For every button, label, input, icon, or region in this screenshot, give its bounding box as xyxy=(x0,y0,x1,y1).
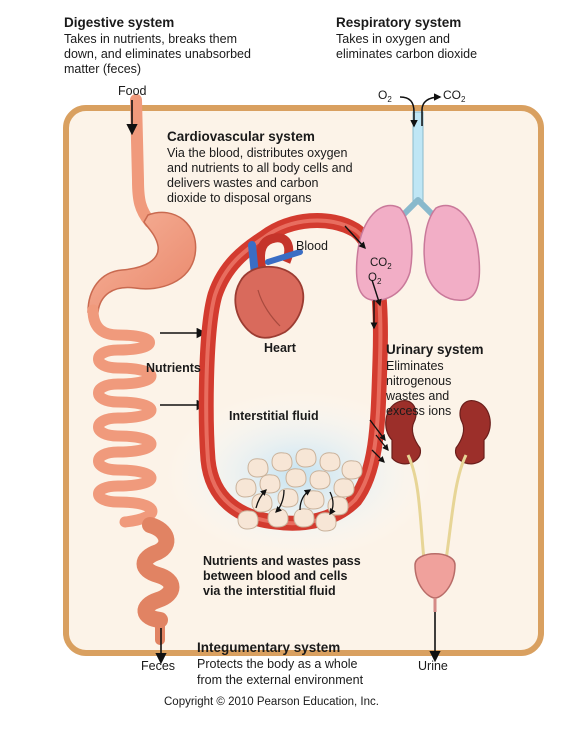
tissue-cell xyxy=(271,452,293,472)
aorta xyxy=(256,233,294,271)
tissue-cells xyxy=(235,448,363,532)
urinary-organs xyxy=(385,400,491,612)
right-lung xyxy=(423,204,481,301)
nutrients-label: Nutrients xyxy=(146,361,201,375)
urinary-desc-3: wastes and xyxy=(385,389,449,403)
digestive-desc-3: matter (feces) xyxy=(64,62,141,76)
lung-co2-label: CO2 xyxy=(370,257,392,271)
right-ureter xyxy=(444,454,468,561)
exchange-arrow-1 xyxy=(255,489,267,509)
tissue-cell xyxy=(341,460,363,480)
exchange-desc-3: via the interstitial fluid xyxy=(203,584,336,598)
exchange-arrow-4 xyxy=(329,491,336,516)
integumentary-desc-1: Protects the body as a whole xyxy=(197,657,358,671)
integumentary-desc-2: from the external environment xyxy=(197,673,364,687)
cardiovascular-desc-1: Via the blood, distributes oxygen xyxy=(167,146,347,160)
o2-intake-arrow xyxy=(399,96,418,128)
tissue-cell xyxy=(259,474,281,494)
co2-release-arrow xyxy=(421,93,442,126)
o2-to-blood-arrow xyxy=(371,279,382,307)
cardiovascular-desc-3: delivers wastes and carbon xyxy=(167,176,319,190)
urinary-desc-1: Eliminates xyxy=(386,359,444,373)
urinary-desc-4: excess ions xyxy=(386,404,451,418)
large-intestine xyxy=(136,517,180,628)
waste-arrow-1 xyxy=(369,419,386,442)
co2-to-lung-arrow xyxy=(344,225,366,250)
tissue-cell xyxy=(247,458,269,478)
respiratory-title: Respiratory system xyxy=(336,15,461,30)
digestive-title: Digestive system xyxy=(64,15,174,30)
tissue-cell xyxy=(303,490,325,510)
digestive-desc-1: Takes in nutrients, breaks them xyxy=(64,32,237,46)
waste-arrow-3 xyxy=(371,449,385,463)
exchange-desc-1: Nutrients and wastes pass xyxy=(203,554,361,568)
interstitial-fluid-label: Interstitial fluid xyxy=(229,409,319,423)
tissue-cell xyxy=(235,478,257,498)
cardiovascular-desc-4: dioxide to disposal organs xyxy=(167,191,312,205)
feces-label: Feces xyxy=(141,659,175,673)
tissue-cell xyxy=(319,452,341,472)
o2-label: O2 xyxy=(378,88,392,104)
urine-label: Urine xyxy=(418,659,448,673)
respiratory-desc-1: Takes in oxygen and xyxy=(336,32,450,46)
bladder xyxy=(414,553,456,599)
tissue-cell xyxy=(277,488,299,508)
tissue-cell xyxy=(309,470,331,490)
tissue-cell xyxy=(295,448,317,468)
respiratory-desc-2: eliminates carbon dioxide xyxy=(336,47,477,61)
tissue-cell xyxy=(315,512,337,532)
cardiovascular-desc-2: and nutrients to all body cells and xyxy=(167,161,353,175)
left-kidney xyxy=(385,400,421,465)
food-label: Food xyxy=(118,84,147,98)
right-kidney xyxy=(455,400,491,465)
cardiovascular-title: Cardiovascular system xyxy=(167,129,315,144)
digestive-tract xyxy=(87,94,197,645)
heart-label: Heart xyxy=(264,341,297,355)
exchange-desc-2: between blood and cells xyxy=(203,569,348,583)
tissue-cell xyxy=(293,508,315,528)
lung-o2-label: O2 xyxy=(368,272,382,286)
urinary-desc-2: nitrogenous xyxy=(386,374,451,388)
co2-label: CO2 xyxy=(443,88,466,104)
tissue-cell xyxy=(285,468,307,488)
integumentary-title: Integumentary system xyxy=(197,640,340,655)
blood-label: Blood xyxy=(296,239,328,253)
copyright-text: Copyright © 2010 Pearson Education, Inc. xyxy=(164,696,379,708)
tissue-cell xyxy=(237,510,259,530)
pulmonary-vessel xyxy=(265,249,303,265)
tissue-cell xyxy=(251,493,273,513)
heart-body xyxy=(234,265,305,339)
waste-arrow-2 xyxy=(375,434,389,452)
tissue-cell xyxy=(267,508,289,528)
small-intestine xyxy=(87,304,158,528)
digestive-desc-2: down, and eliminates unabsorbed xyxy=(64,47,251,61)
urinary-title: Urinary system xyxy=(386,342,484,357)
exchange-arrow-2 xyxy=(275,489,285,513)
left-ureter xyxy=(406,454,426,561)
exchange-arrow-3 xyxy=(299,489,312,511)
left-lung xyxy=(355,204,413,301)
heart xyxy=(234,233,305,339)
respiratory-organs xyxy=(355,111,481,301)
heart-detail xyxy=(257,289,281,327)
tissue-cell xyxy=(333,478,355,498)
